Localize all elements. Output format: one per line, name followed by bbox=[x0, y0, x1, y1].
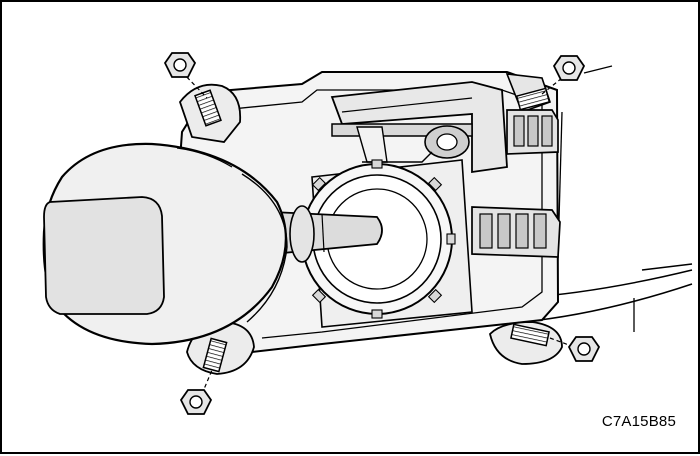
stud-top-right bbox=[515, 87, 551, 111]
connector-block-upper bbox=[506, 109, 559, 155]
figure-code: C7A15B85 bbox=[601, 413, 676, 430]
nut-top-right bbox=[552, 55, 586, 81]
nut-bottom-right bbox=[567, 336, 601, 362]
shift-knob bbox=[42, 142, 288, 346]
leader-line bbox=[583, 65, 613, 74]
stud-bottom-right bbox=[510, 323, 550, 347]
stud-bottom-left bbox=[202, 337, 228, 373]
shift-lever-shaft bbox=[271, 205, 383, 263]
connector-block-lower bbox=[471, 206, 561, 258]
nut-bottom-left bbox=[179, 389, 213, 415]
linkage-bracket bbox=[330, 81, 508, 174]
nut-top-left bbox=[163, 52, 197, 78]
